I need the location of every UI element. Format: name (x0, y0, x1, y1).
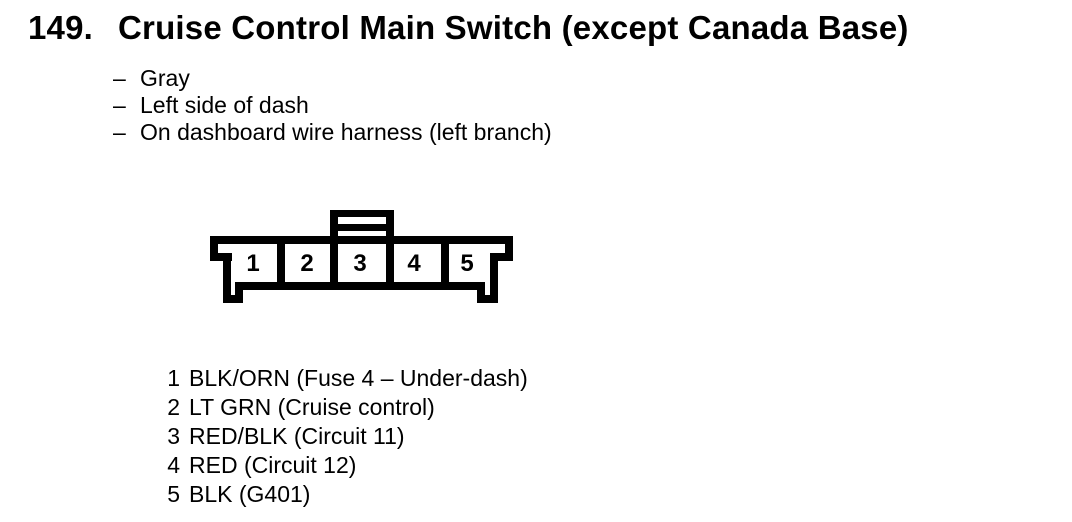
pin-row: 1 BLK/ORN (Fuse 4 – Under-dash) (167, 364, 528, 393)
connector-right-hook (490, 253, 498, 303)
page-title: 149. Cruise Control Main Switch (except … (28, 11, 909, 44)
pin-number: 2 (167, 394, 180, 420)
connector-right-step (491, 253, 513, 261)
pin-row: 5 BLK (G401) (167, 480, 528, 509)
attribute-text: Gray (140, 65, 190, 91)
pin-wire-description: BLK (G401) (189, 481, 311, 507)
list-item: – Left side of dash (113, 92, 552, 119)
connector-left-hook (223, 253, 231, 303)
pin-wire-description: LT GRN (Cruise control) (189, 394, 435, 420)
dash-marker: – (113, 119, 126, 145)
connector-top-edge (210, 236, 513, 244)
pin-number: 1 (167, 365, 180, 391)
cavity-number-3: 3 (353, 250, 366, 277)
pin-row: 4 RED (Circuit 12) (167, 451, 528, 480)
pin-row: 3 RED/BLK (Circuit 11) (167, 422, 528, 451)
dash-marker: – (113, 92, 126, 118)
connector-tab-top-edge (330, 210, 394, 217)
pin-wire-description: RED/BLK (Circuit 11) (189, 423, 405, 449)
connector-left-outer-edge (210, 236, 218, 261)
dash-marker: – (113, 65, 126, 91)
pin-list: 1 BLK/ORN (Fuse 4 – Under-dash) 2 LT GRN… (167, 364, 528, 509)
attribute-text: On dashboard wire harness (left branch) (140, 119, 552, 145)
connector-separator-4-5 (441, 236, 449, 290)
pin-wire-description: BLK/ORN (Fuse 4 – Under-dash) (189, 365, 528, 391)
pin-row: 2 LT GRN (Cruise control) (167, 393, 528, 422)
list-item: – On dashboard wire harness (left branch… (113, 119, 552, 146)
connector-separator-3-4 (386, 236, 394, 290)
cavity-number-2: 2 (300, 250, 313, 277)
list-item: – Gray (113, 65, 552, 92)
cavity-number-1: 1 (246, 250, 259, 277)
connector-left-foot-inner (235, 282, 243, 303)
attribute-list: – Gray – Left side of dash – On dashboar… (113, 65, 552, 146)
pin-wire-description: RED (Circuit 12) (189, 452, 357, 478)
connector-right-foot-inner (477, 282, 485, 303)
connector-right-foot (477, 295, 497, 303)
connector-left-step (210, 253, 232, 261)
item-title: Cruise Control Main Switch (except Canad… (118, 9, 909, 46)
attribute-text: Left side of dash (140, 92, 309, 118)
item-number: 149. (28, 9, 94, 46)
cavity-number-4: 4 (407, 250, 421, 277)
connector-left-foot (223, 295, 243, 303)
connector-tab-middle-bar (330, 224, 394, 231)
pin-number: 5 (167, 481, 180, 507)
connector-diagram: 1 2 3 4 5 (210, 210, 513, 303)
pin-number: 4 (167, 452, 180, 478)
pin-number: 3 (167, 423, 180, 449)
cavity-number-5: 5 (460, 250, 473, 277)
connector-right-outer-edge (505, 236, 513, 261)
connector-separator-2-3 (330, 236, 338, 290)
connector-separator-1-2 (277, 236, 285, 290)
connector-bottom-edge (235, 282, 485, 290)
